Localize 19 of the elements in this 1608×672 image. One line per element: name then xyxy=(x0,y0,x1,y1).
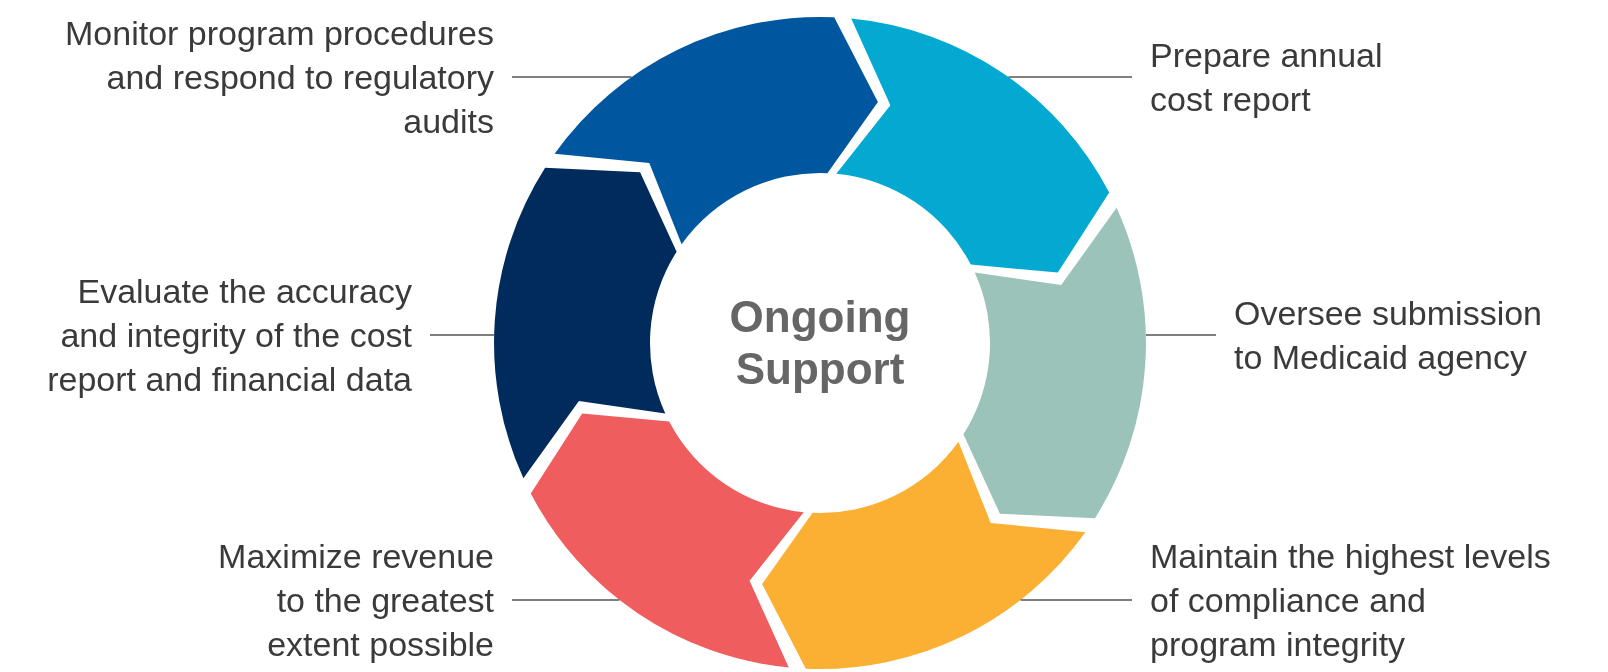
cycle-segment xyxy=(554,17,878,245)
cycle-segment xyxy=(494,167,677,479)
leader-line xyxy=(429,334,495,336)
leader-line xyxy=(511,599,621,601)
step-label: Oversee submission to Medicaid agency xyxy=(1234,291,1574,379)
leader-line xyxy=(1145,334,1217,336)
cycle-segment xyxy=(530,413,804,668)
step-label: Maintain the highest levels of compliance and program integrity xyxy=(1150,534,1560,666)
leader-line xyxy=(1019,599,1133,601)
step-label: Prepare annual cost report xyxy=(1150,33,1420,121)
cycle-segment xyxy=(836,18,1110,273)
step-label: Monitor program procedures and respond to regulatory audits xyxy=(64,11,494,143)
center-title: Ongoing Support xyxy=(728,291,912,395)
cycle-segment xyxy=(963,207,1146,519)
step-label: Evaluate the accuracy and integrity of the cost report and financial data xyxy=(32,269,412,401)
cycle-segment xyxy=(762,441,1086,669)
leader-line xyxy=(511,76,633,78)
step-label: Maximize revenue to the greatest extent possible xyxy=(194,534,494,666)
leader-line xyxy=(1007,76,1133,78)
